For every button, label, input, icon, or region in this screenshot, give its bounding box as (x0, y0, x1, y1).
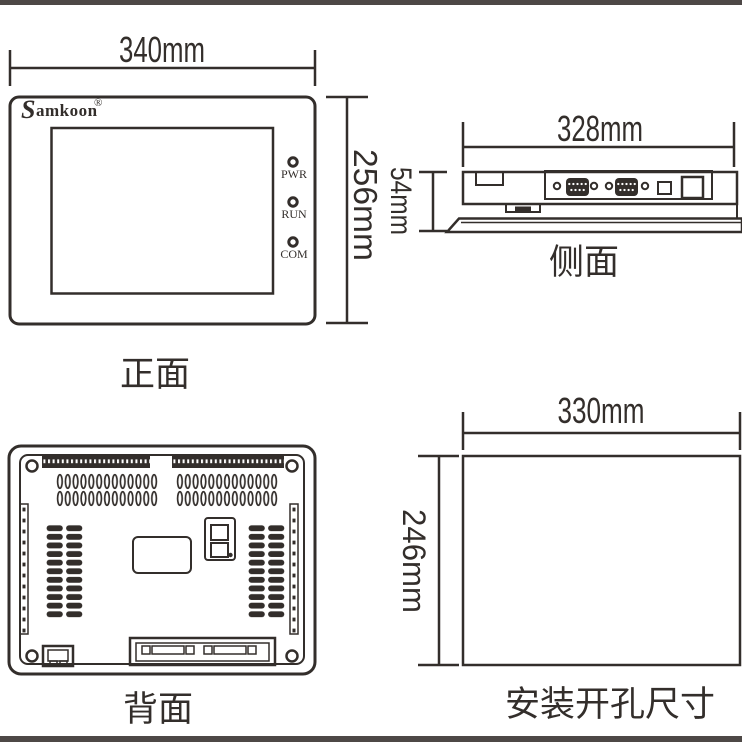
side-top-notch (475, 171, 504, 186)
front-panel-outline (8, 95, 317, 326)
cutout-rectangle (461, 454, 742, 667)
registered-mark-icon: ® (94, 97, 102, 109)
side-view-label: 侧面 (549, 243, 619, 282)
led-pwr-icon (287, 156, 299, 168)
led-run-icon (287, 196, 299, 208)
cutout-view-label: 安装开孔尺寸 (505, 685, 715, 724)
top-terminal-strip-right (172, 456, 284, 468)
panel-screw-icon (589, 181, 599, 191)
bottom-border-bar (0, 736, 742, 742)
side-width-dim-label: 328mm (557, 108, 643, 149)
front-height-dim-label: 256mm (347, 149, 384, 261)
led-pwr: PWR (281, 156, 307, 181)
back-outer-frame (7, 444, 317, 676)
brand-logo: S amkoon ® (21, 95, 102, 124)
vent-slot-columns-left (45, 524, 84, 619)
front-height-dimension: 256mm (326, 95, 384, 325)
corner-screw-icon (285, 459, 299, 473)
side-bottom-tab (505, 204, 541, 213)
side-view: 328mm 54mm (384, 108, 742, 282)
led-com: COM (280, 236, 308, 261)
edge-connector-pins-right (290, 504, 298, 634)
side-height-dim-label: 54mm (384, 167, 417, 235)
front-view: 340mm 256mm S amkoon ® PWR RUN (8, 29, 384, 394)
front-view-label: 正面 (120, 355, 190, 394)
cutout-height-dim-label: 246mm (396, 509, 432, 613)
back-view-label: 背面 (123, 690, 193, 729)
top-border-bar (0, 0, 742, 5)
led-run: RUN (281, 196, 307, 221)
panel-screw-icon (604, 181, 614, 191)
nameplate-area (132, 536, 192, 574)
led-run-label: RUN (281, 207, 307, 221)
side-width-dimension: 328mm (461, 108, 736, 167)
side-port-panel (544, 170, 713, 200)
corner-screw-icon (25, 459, 39, 473)
back-view: 背面 (7, 444, 317, 729)
com2-db9-port-icon (615, 178, 638, 196)
vent-grid-right (176, 473, 278, 507)
side-height-dimension: 54mm (384, 167, 447, 235)
led-com-label: COM (280, 247, 308, 261)
dip-switch-panel (204, 517, 236, 561)
brand-initial: S (21, 95, 35, 124)
cutout-height-dimension: 246mm (396, 454, 459, 667)
usb-port-icon (657, 181, 672, 195)
front-width-dim-label: 340mm (119, 29, 205, 70)
bottom-terminal-block (128, 636, 277, 667)
cutout-view: 330mm 246mm 安装开孔尺寸 (396, 390, 742, 724)
cutout-width-dimension: 330mm (461, 390, 742, 450)
vent-grid-left (56, 473, 158, 507)
cutout-width-dim-label: 330mm (558, 390, 645, 431)
front-width-dimension: 340mm (8, 29, 317, 86)
brand-name: amkoon (36, 101, 98, 120)
led-pwr-label: PWR (281, 167, 307, 181)
panel-screw-icon (552, 181, 562, 191)
side-bezel-flange (444, 217, 742, 234)
top-terminal-strip-left (42, 456, 150, 468)
ethernet-port-icon (680, 175, 705, 200)
panel-screw-icon (640, 181, 650, 191)
front-screen (50, 126, 275, 295)
com1-db9-port-icon (566, 178, 589, 196)
reset-dot-icon (228, 552, 233, 558)
led-com-icon (287, 236, 299, 248)
power-connector (41, 644, 75, 668)
vent-slot-columns-right (247, 524, 286, 619)
corner-screw-icon (285, 649, 299, 663)
corner-screw-icon (25, 649, 39, 663)
edge-connector-pins-left (20, 504, 28, 634)
